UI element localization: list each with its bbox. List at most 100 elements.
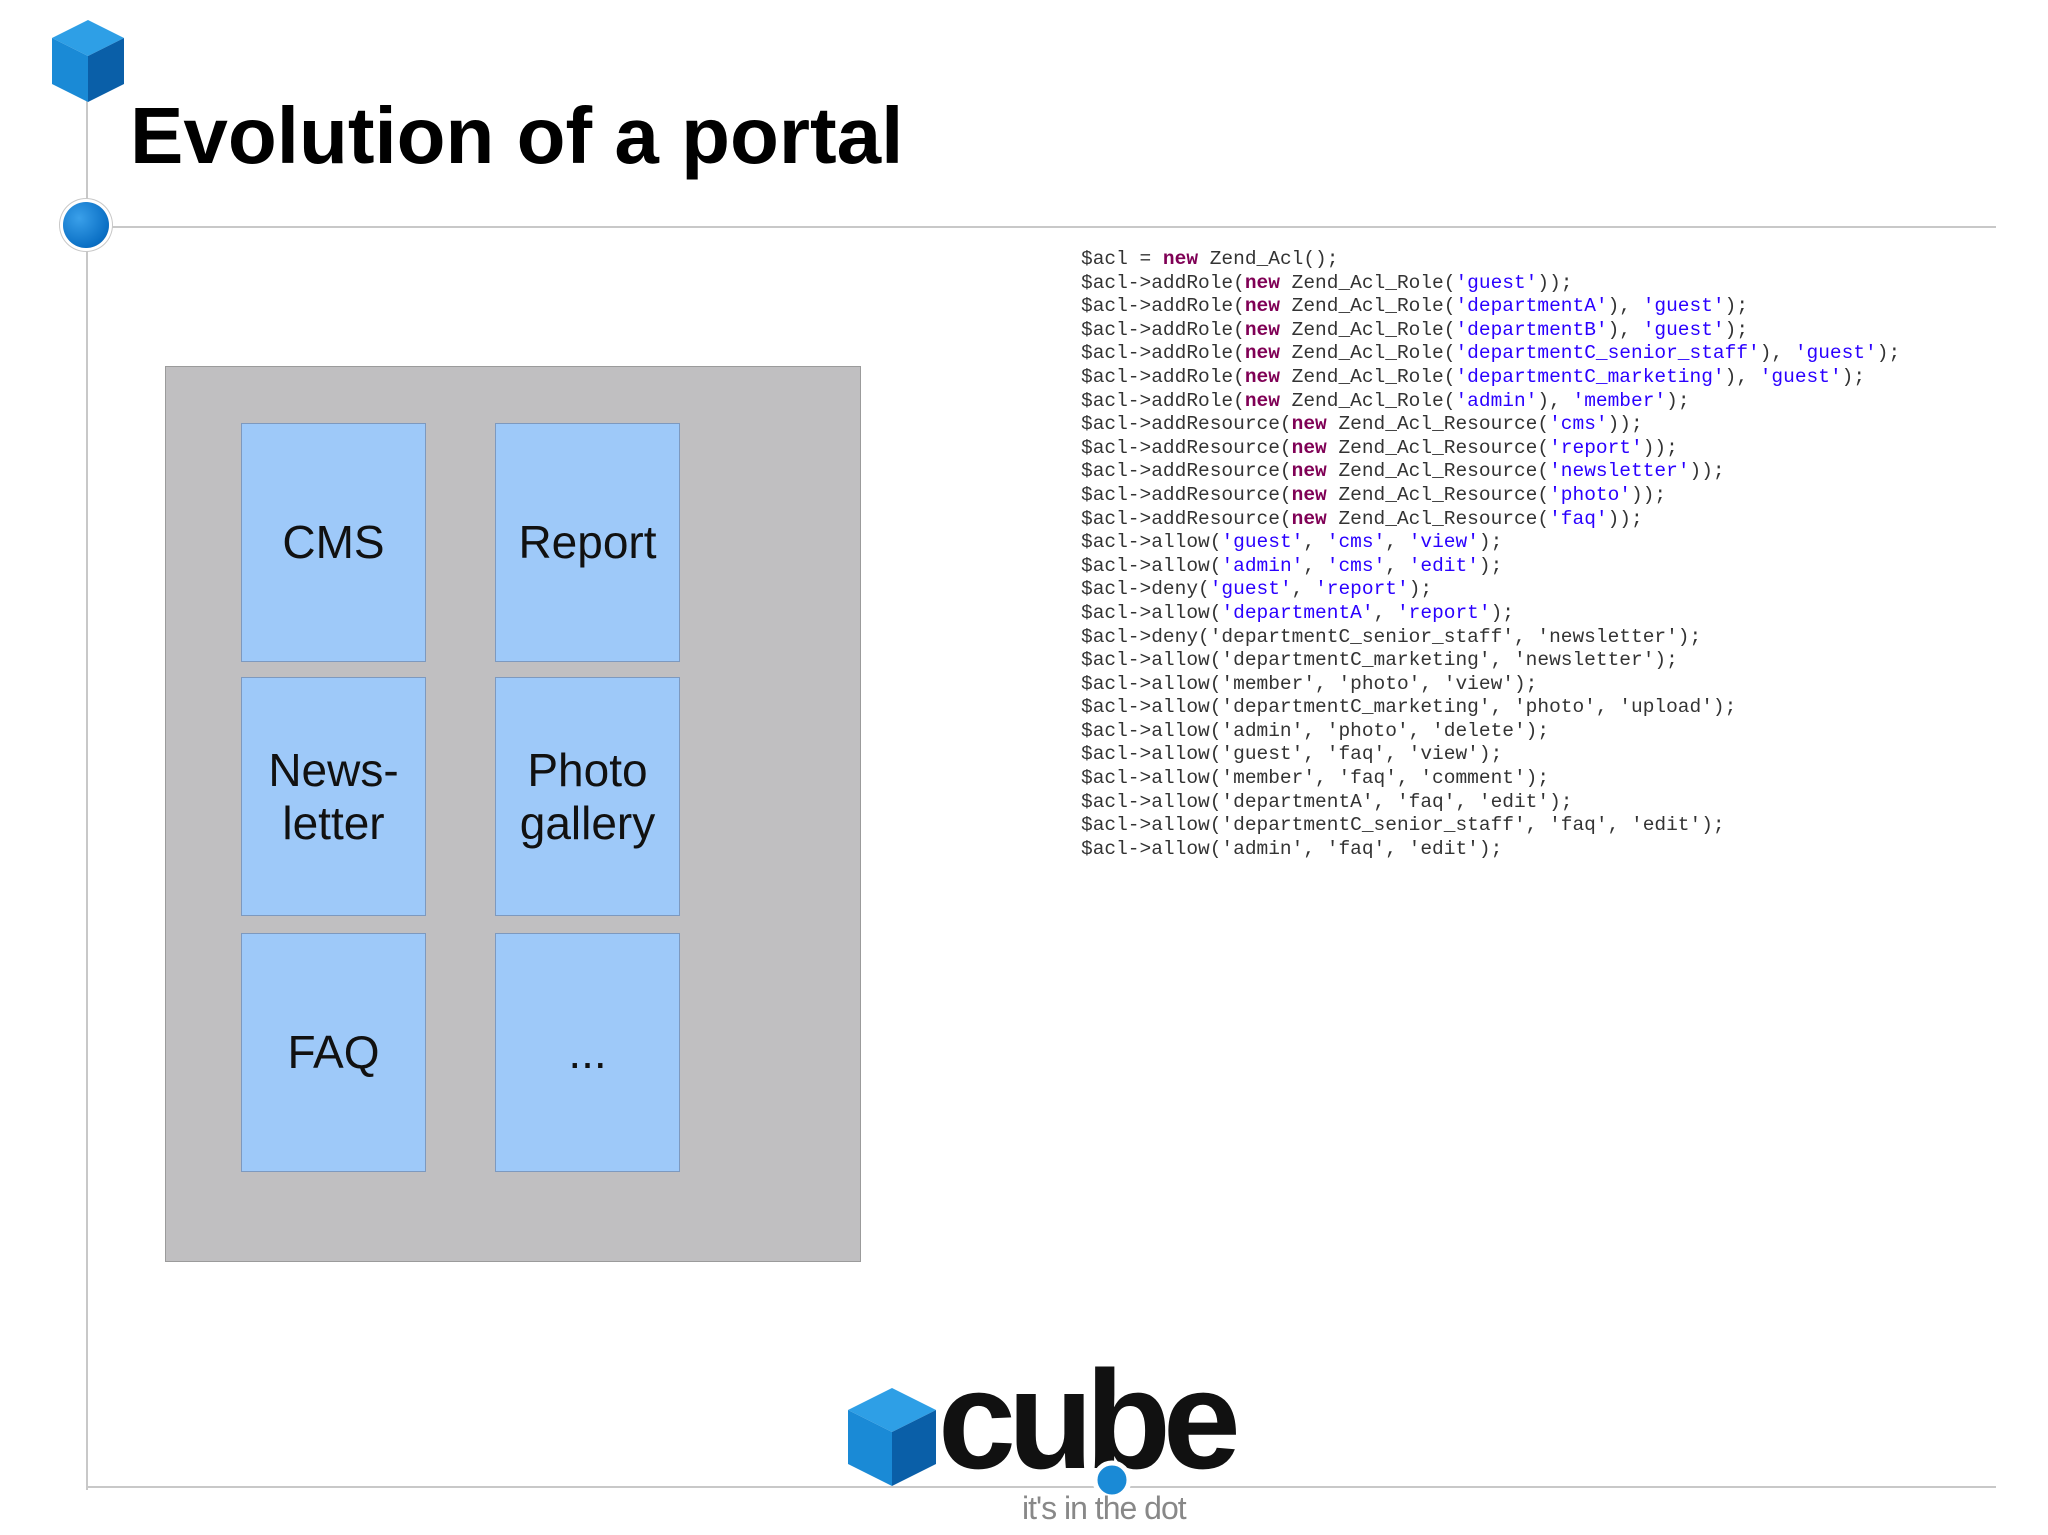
code-keyword: new [1244,295,1280,318]
portal-diagram: CMS Report News- letter Photo gallery FA… [165,366,861,1262]
code-text: , [1373,601,1397,624]
code-text: $acl->allow('admin', 'faq', 'edit'); [1081,837,1503,860]
code-line: $acl->addResource(new Zend_Acl_Resource(… [1081,484,1666,506]
code-text: ), [1724,365,1760,388]
code-text: $acl = [1081,248,1163,270]
cube-logo: cube [848,1341,1245,1500]
code-text: $acl->addResource( [1081,483,1292,506]
code-line: $acl = new Zend_Acl(); [1081,248,1338,270]
code-text: ); [1841,365,1866,388]
code-text: $acl->allow('member', 'photo', 'view'); [1081,672,1538,695]
code-line: $acl->allow('admin', 'faq', 'edit'); [1081,838,1502,860]
code-text: Zend_Acl_Resource( [1326,460,1550,483]
code-line: $acl->deny('departmentC_senior_staff', '… [1081,626,1701,648]
code-text: )); [1631,483,1667,506]
code-text: $acl->addResource( [1081,436,1292,459]
code-line: $acl->deny('guest', 'report'); [1081,578,1432,600]
corner-cube-icon [52,20,124,102]
code-text: Zend_Acl(); [1198,248,1339,270]
code-string: 'guest' [1759,365,1842,388]
code-string: 'guest' [1209,578,1292,601]
code-line: $acl->addRole(new Zend_Acl_Role('departm… [1081,342,1900,364]
code-text: ); [1408,578,1433,601]
code-string: 'photo' [1549,483,1632,506]
code-text: $acl->allow('departmentA', 'faq', 'edit'… [1081,790,1573,813]
code-text: $acl->allow( [1081,554,1222,577]
logo-tagline: it's in the dot [1022,1490,1187,1526]
footer-rule [86,1486,1996,1488]
code-string: 'departmentB' [1455,318,1608,341]
module-cms: CMS [241,423,426,662]
left-rule [86,100,88,1490]
code-line: $acl->allow('departmentC_marketing', 'ph… [1081,696,1736,718]
code-line: $acl->addRole(new Zend_Acl_Role('departm… [1081,366,1865,388]
code-text: $acl->addResource( [1081,460,1292,483]
module-newsletter: News- letter [241,677,426,916]
code-text: Zend_Acl_Resource( [1326,483,1550,506]
code-text: ); [1724,295,1749,318]
blue-dot-marker [63,202,109,248]
code-text: $acl->addRole( [1081,318,1245,341]
code-text: , [1303,554,1327,577]
code-line: $acl->addResource(new Zend_Acl_Resource(… [1081,460,1725,482]
code-string: 'guest' [1642,295,1725,318]
code-text: )); [1642,436,1678,459]
code-string: 'admin' [1221,554,1304,577]
code-text: $acl->allow('departmentC_senior_staff', … [1081,814,1725,837]
code-text: $acl->addResource( [1081,413,1292,436]
code-keyword: new [1244,271,1280,294]
logo-cube-icon [848,1388,936,1486]
code-string: 'guest' [1455,271,1538,294]
module-label: ... [568,1026,607,1079]
code-text: ); [1490,601,1514,624]
code-text: $acl->allow( [1081,531,1222,554]
code-text: Zend_Acl_Role( [1279,389,1456,412]
module-label: Photo gallery [519,743,656,849]
code-text: $acl->addResource( [1081,507,1292,530]
code-line: $acl->allow('admin', 'cms', 'edit'); [1081,555,1502,577]
code-line: $acl->addRole(new Zend_Acl_Role('departm… [1081,295,1748,317]
code-line: $acl->allow('departmentA', 'faq', 'edit'… [1081,791,1572,813]
code-line: $acl->addResource(new Zend_Acl_Resource(… [1081,508,1643,530]
code-string: 'departmentC_senior_staff' [1455,342,1760,365]
code-keyword: new [1291,460,1327,483]
code-keyword: new [1291,436,1327,459]
code-line: $acl->addResource(new Zend_Acl_Resource(… [1081,437,1678,459]
code-string: 'newsletter' [1549,460,1690,483]
code-string: 'cms' [1326,531,1386,554]
code-text: ); [1478,554,1503,577]
module-label: CMS [282,516,385,569]
slide-title: Evolution of a portal [130,91,904,180]
code-text: Zend_Acl_Role( [1279,342,1456,365]
code-text: Zend_Acl_Resource( [1326,507,1550,530]
code-text: ); [1478,531,1503,554]
code-line: $acl->allow('departmentA', 'report'); [1081,602,1514,624]
acl-code-listing: $acl = new Zend_Acl(); $acl->addRole(new… [1081,248,1900,861]
logo-wordmark: cube [938,1341,1237,1498]
code-text: ); [1876,342,1901,365]
code-keyword: new [1244,365,1280,388]
code-text: ), [1607,318,1643,341]
code-string: 'guest' [1794,342,1877,365]
code-text: Zend_Acl_Role( [1279,295,1456,318]
module-more: ... [495,933,680,1172]
code-text: , [1385,531,1409,554]
code-string: 'report' [1315,578,1409,601]
code-line: $acl->addRole(new Zend_Acl_Role('guest')… [1081,272,1573,294]
module-faq: FAQ [241,933,426,1172]
code-keyword: new [1244,318,1280,341]
code-string: 'view' [1408,531,1479,554]
code-text: Zend_Acl_Resource( [1326,413,1550,436]
code-string: 'faq' [1549,507,1608,530]
code-string: 'cms' [1326,554,1386,577]
code-string: 'departmentA' [1221,601,1374,624]
module-photo-gallery: Photo gallery [495,677,680,916]
code-line: $acl->allow('guest', 'faq', 'view'); [1081,743,1502,765]
code-text: Zend_Acl_Role( [1279,318,1456,341]
code-text: $acl->allow( [1081,601,1222,624]
code-text: , [1291,578,1316,601]
code-line: $acl->allow('member', 'faq', 'comment'); [1081,767,1549,789]
code-string: 'member' [1572,389,1667,412]
code-string: 'edit' [1408,554,1479,577]
code-string: 'departmentC_marketing' [1455,365,1725,388]
